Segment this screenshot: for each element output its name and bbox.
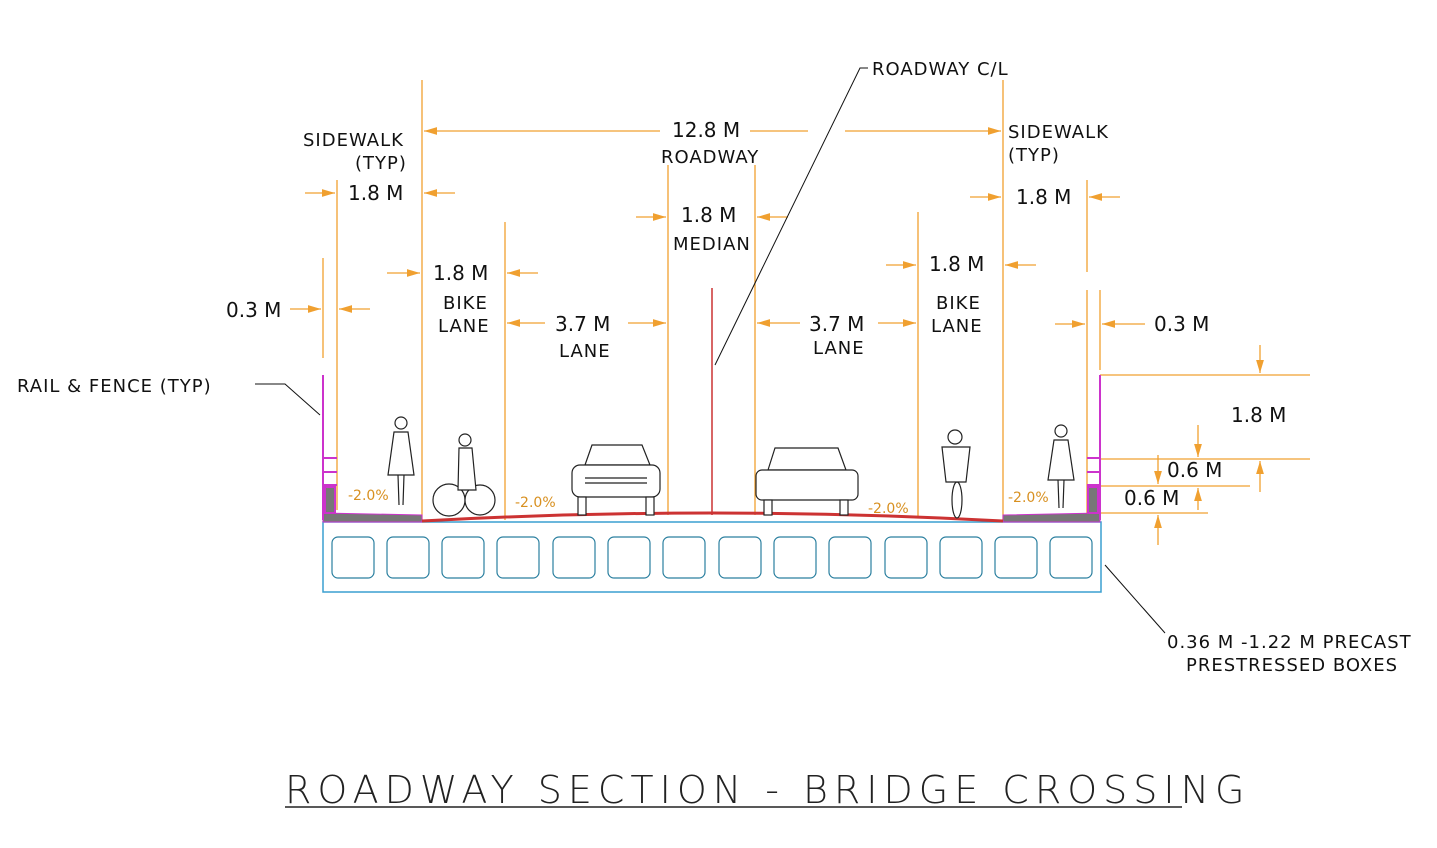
lane-left-label: LANE — [559, 341, 611, 362]
boxes-label: PRESTRESSED BOXES — [1186, 655, 1398, 676]
rail-upper-dim: 0.6 M — [1167, 458, 1222, 482]
sidewalk-right-label: SIDEWALK — [1008, 122, 1109, 143]
cyclist-icon — [432, 433, 496, 517]
lane-right-label: LANE — [813, 338, 865, 359]
offset-right: 0.3 M — [1154, 312, 1209, 336]
pedestrian-icon — [387, 416, 415, 506]
slope-label: -2.0% — [868, 501, 909, 517]
slope-label: -2.0% — [348, 488, 389, 504]
sidewalk-left-label: SIDEWALK — [303, 130, 404, 151]
slope-label: -2.0% — [515, 495, 556, 511]
sidewalk-left-typ: (TYP) — [355, 153, 407, 174]
roadway-width-dim: 12.8 M — [672, 118, 740, 142]
rail-lower-dim: 0.6 M — [1124, 486, 1179, 510]
bike-right-width: 1.8 M — [929, 252, 984, 276]
lane-right-width: 3.7 M — [809, 312, 864, 336]
extension-lines — [322, 80, 1310, 520]
drawing-title: ROADWAY SECTION - BRIDGE CROSSING — [285, 768, 1250, 812]
lane-left-width: 3.7 M — [555, 312, 610, 336]
car-icon — [571, 444, 661, 516]
rail-left — [322, 375, 337, 520]
sidewalk-left-width: 1.8 M — [348, 181, 403, 205]
bike-left-label: LANE — [438, 316, 490, 337]
bike-left-label: BIKE — [443, 293, 488, 314]
median-width: 1.8 M — [681, 203, 736, 227]
offset-left: 0.3 M — [226, 298, 281, 322]
bike-right-label: LANE — [931, 316, 983, 337]
car-icon — [755, 447, 859, 516]
sidewalk-right — [1002, 512, 1101, 523]
bike-left-width: 1.8 M — [433, 261, 488, 285]
rail-right — [1087, 375, 1101, 520]
roadway-label: ROADWAY — [661, 147, 759, 168]
roadway-centerline-label: ROADWAY C/L — [872, 59, 1009, 80]
slope-label: -2.0% — [1008, 490, 1049, 506]
rail-fence-label: RAIL & FENCE (TYP) — [17, 376, 212, 397]
dimension-arrows — [290, 127, 1264, 545]
sidewalk-left — [322, 512, 423, 523]
sidewalk-right-width: 1.8 M — [1016, 185, 1071, 209]
rail-height-dim: 1.8 M — [1231, 403, 1286, 427]
median-label: MEDIAN — [673, 234, 751, 255]
cyclist-icon — [941, 429, 971, 519]
precast-deck — [322, 521, 1102, 593]
bike-right-label: BIKE — [936, 293, 981, 314]
box-beams — [331, 536, 1093, 579]
sidewalk-right-typ: (TYP) — [1008, 145, 1060, 166]
pedestrian-icon — [1047, 424, 1075, 509]
leader-lines — [255, 67, 1166, 634]
boxes-label: 0.36 M -1.22 M PRECAST — [1167, 632, 1412, 653]
